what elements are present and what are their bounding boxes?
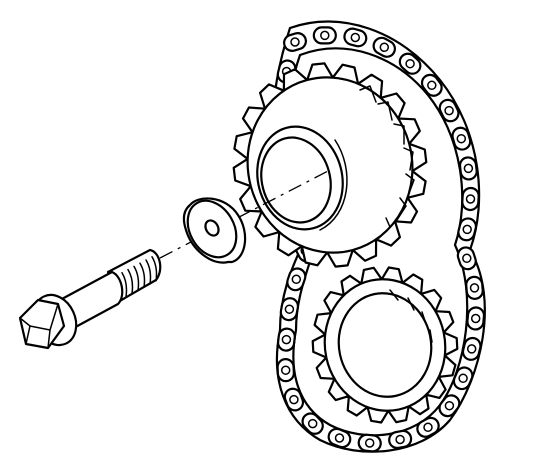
chain-pin: [307, 418, 318, 429]
chain-link-plate: [398, 52, 422, 75]
chain-link-plate: [438, 394, 461, 418]
chain-pin: [289, 394, 299, 405]
chain-pin: [427, 80, 437, 91]
center-axis-line: [159, 169, 331, 259]
chain-pin: [444, 400, 455, 411]
chain-pin: [463, 163, 474, 174]
chain-pin: [320, 30, 330, 41]
chain-link-plate: [451, 126, 472, 151]
chain-pin: [280, 365, 291, 375]
chain-link-plate: [466, 306, 486, 331]
chain-pin: [281, 334, 292, 345]
bolt: [18, 248, 162, 350]
chain-link-plate: [279, 297, 300, 322]
chain-pin: [334, 433, 345, 443]
chain-link-plate: [276, 358, 295, 383]
lower-sprocket: [311, 266, 459, 424]
chain-link-plate: [283, 32, 307, 52]
chain-link-plate: [277, 327, 296, 352]
bolt-thread-line: [133, 265, 140, 292]
bolt-thread-line: [127, 268, 134, 295]
chain-link-plate: [301, 412, 324, 435]
chain-link-plate: [452, 366, 474, 391]
chain-pin: [290, 37, 300, 47]
chain-link-plate: [465, 275, 484, 300]
chain-link-plate: [343, 27, 368, 48]
chain-link-plate: [372, 36, 396, 58]
chain-link-plate: [416, 416, 440, 438]
chain-pin: [423, 422, 433, 433]
chain-link-plate: [461, 186, 480, 212]
chain-pin: [466, 344, 477, 354]
chain-pin: [458, 373, 468, 384]
bolt-thread-line: [121, 272, 128, 298]
chain-link-plate: [312, 26, 337, 45]
chain-link-plate: [458, 156, 478, 181]
bolt-thread-line: [145, 259, 152, 285]
chain-pin: [405, 58, 415, 69]
chain-pin: [291, 274, 302, 285]
chain-pin: [284, 304, 295, 314]
chain-pin: [470, 313, 481, 324]
chain-link-plate: [457, 217, 478, 242]
chain-pin: [469, 283, 480, 293]
chain-link-plate: [388, 429, 413, 450]
washer: [182, 197, 247, 264]
chain-pin: [462, 224, 472, 235]
chain-link-plate: [456, 246, 477, 271]
bolt-thread-line: [151, 256, 158, 282]
chain-pin: [350, 32, 361, 43]
chain-link-plate: [283, 387, 305, 412]
chain-link-plate: [357, 433, 382, 453]
chain-pin: [364, 438, 375, 448]
upper-sprocket: [232, 62, 428, 268]
chain-pin: [465, 194, 476, 204]
chain-link-plate: [327, 427, 352, 449]
chain-link-plate: [438, 98, 460, 123]
bolt-thread-line: [139, 262, 146, 288]
chain-pin: [395, 434, 405, 445]
chain-pin: [462, 253, 472, 264]
chain-pin: [456, 133, 467, 144]
chain-link-plate: [286, 267, 307, 292]
chain-link-plate: [420, 73, 443, 97]
chain-pin: [379, 42, 390, 53]
chain-link-plate: [461, 336, 482, 361]
chain-pin: [444, 105, 454, 116]
